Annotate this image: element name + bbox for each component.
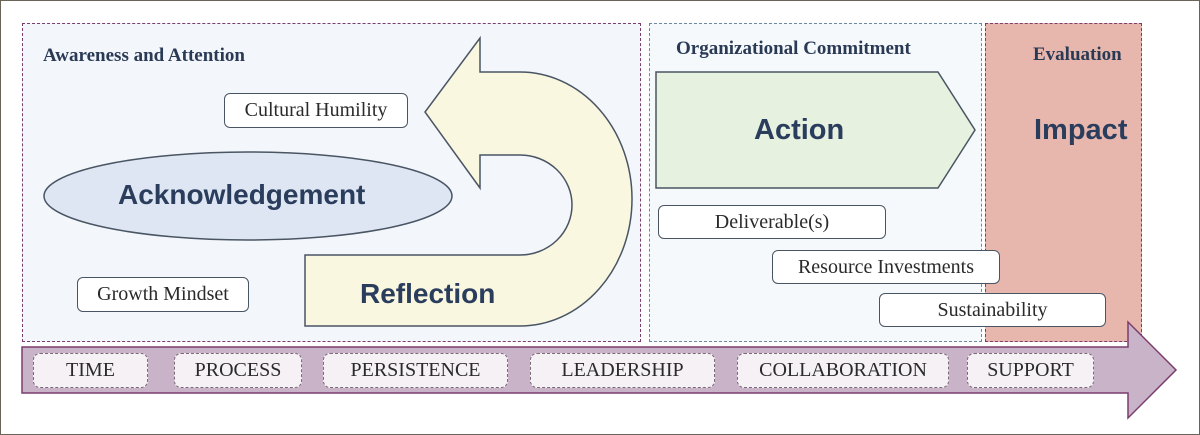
bar-item-time: TIME [33,353,148,388]
growth-mindset-label: Growth Mindset [77,277,249,312]
sustainability-label: Sustainability [879,293,1106,327]
deliverables-label: Deliverable(s) [658,205,886,239]
evaluation-title: Evaluation [1033,44,1122,65]
reflection-label: Reflection [360,278,496,309]
reflection-arrow [304,35,633,327]
bar-item-process: PROCESS [174,353,302,388]
evaluation-panel [985,23,1142,342]
action-arrow [655,71,976,189]
bar-item-leadership: LEADERSHIP [530,353,715,388]
bar-item-persistence: PERSISTENCE [323,353,508,388]
action-label: Action [754,114,845,146]
acknowledgement-label: Acknowledgement [118,179,366,210]
awareness-title: Awareness and Attention [43,45,245,66]
impact-label: Impact [1034,114,1128,146]
resource-investments-label: Resource Investments [772,250,1000,284]
acknowledgement-ellipse [43,151,453,241]
cultural-humility-label: Cultural Humility [224,93,408,128]
bar-item-support: SUPPORT [967,353,1094,388]
organizational-title: Organizational Commitment [676,38,911,59]
bar-item-collaboration: COLLABORATION [737,353,949,388]
